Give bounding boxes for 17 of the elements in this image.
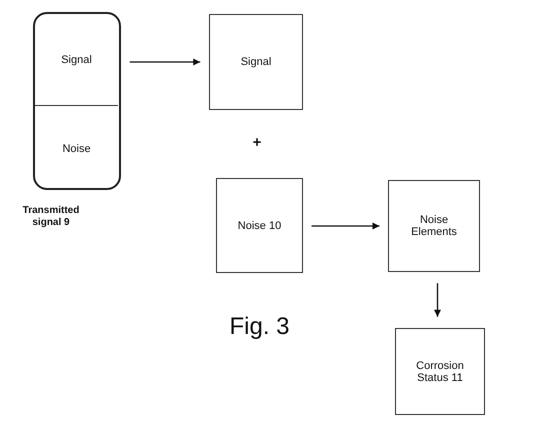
process-box xyxy=(395,328,485,415)
plus-sign: + xyxy=(252,133,262,153)
box-text: Noise xyxy=(62,143,91,155)
process-box xyxy=(209,14,303,110)
box-text: Noise 10 xyxy=(238,220,282,232)
figure-label: Fig. 3 xyxy=(228,312,291,342)
arrow xyxy=(312,222,380,230)
arrow xyxy=(434,283,441,317)
process-box xyxy=(388,180,480,272)
arrow xyxy=(130,58,200,66)
box-text: Signal xyxy=(240,56,272,68)
process-box xyxy=(216,178,303,273)
box-text: Noise Elements xyxy=(410,214,458,238)
node-caption: Transmitted signal 9 xyxy=(22,205,80,229)
box-text: Signal xyxy=(61,54,92,66)
rounded-box xyxy=(33,12,121,190)
box-text: Corrosion Status 11 xyxy=(415,360,465,384)
